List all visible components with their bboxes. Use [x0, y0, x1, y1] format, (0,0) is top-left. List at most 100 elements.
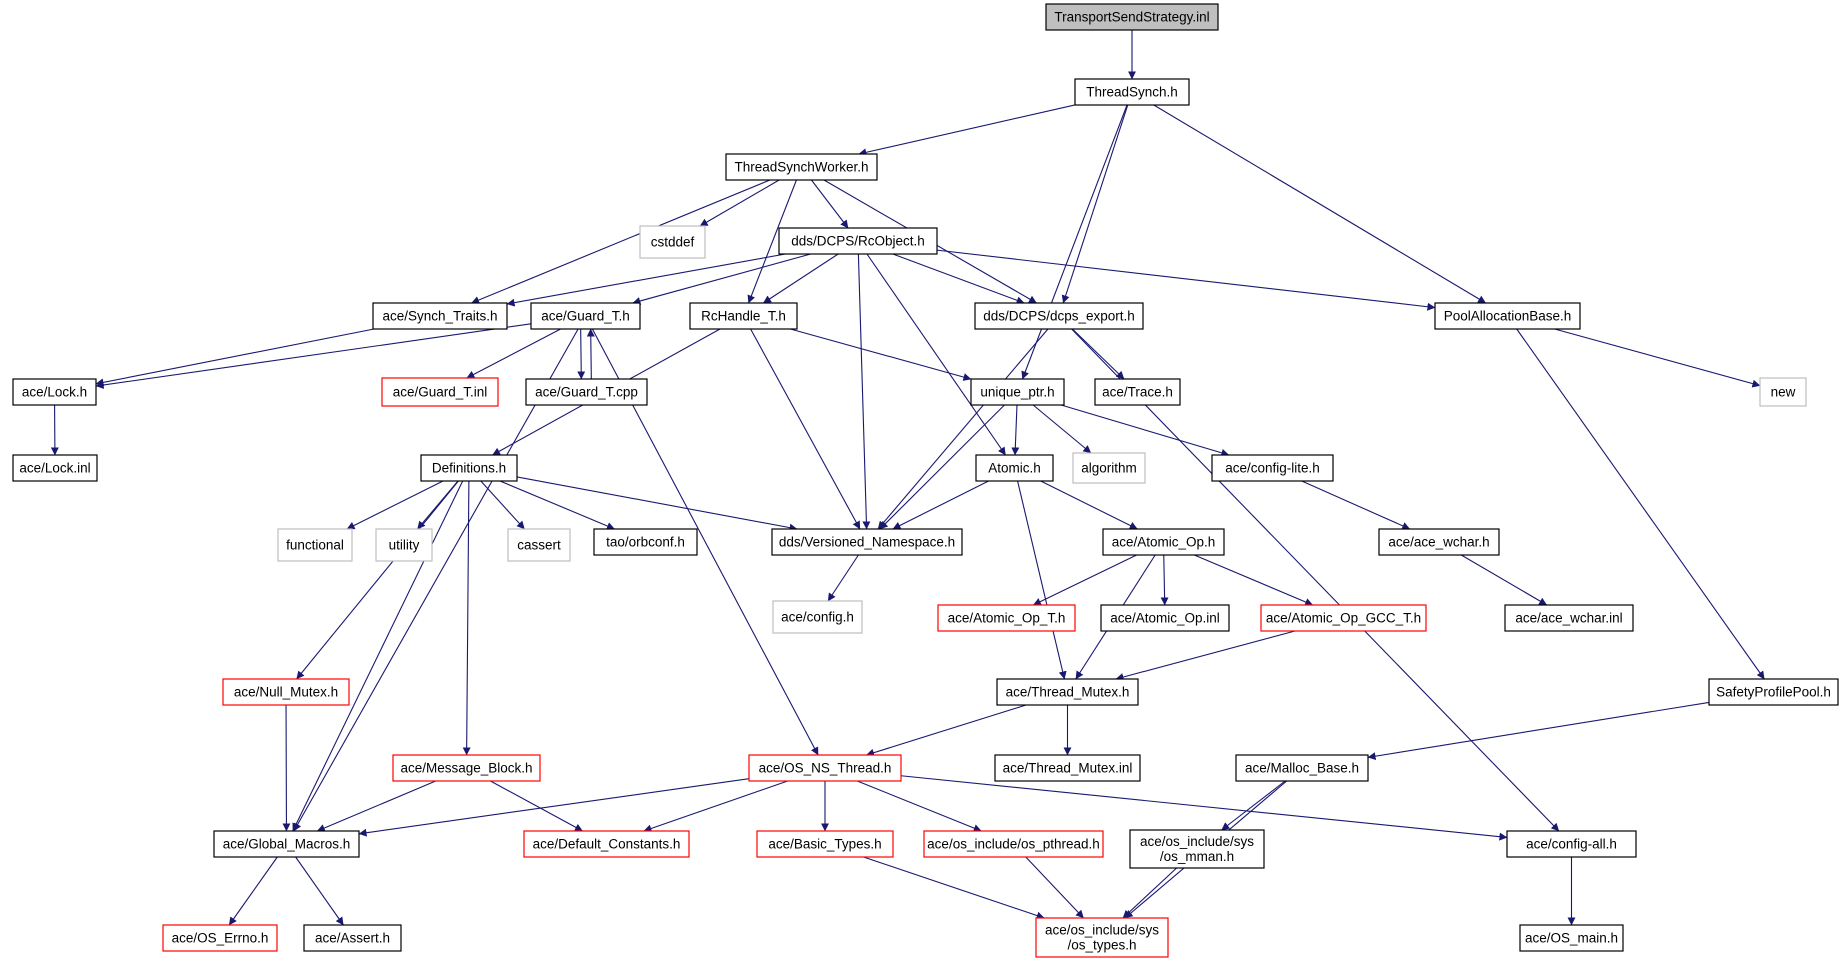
node-box-synchtraits[interactable]: [372, 302, 508, 330]
node-box-atomicopt[interactable]: [937, 604, 1076, 632]
node-rcobject[interactable]: dds/DCPS/RcObject.h: [778, 227, 938, 255]
node-cstddef[interactable]: cstddef: [639, 225, 706, 259]
node-nullmutex[interactable]: ace/Null_Mutex.h: [222, 678, 350, 706]
node-uniqueptr[interactable]: unique_ptr.h: [970, 378, 1065, 406]
node-box-osmain[interactable]: [1519, 924, 1624, 952]
node-atomicopinl[interactable]: ace/Atomic_Op.inl: [1100, 604, 1230, 632]
node-osnsthread[interactable]: ace/OS_NS_Thread.h: [748, 754, 902, 782]
node-box-utility[interactable]: [375, 528, 433, 562]
node-box-acewcharinl[interactable]: [1504, 604, 1634, 632]
node-box-root[interactable]: [1045, 3, 1219, 31]
node-box-rcobject[interactable]: [778, 227, 938, 255]
node-guardtcpp[interactable]: ace/Guard_T.cpp: [525, 378, 648, 406]
node-box-cstddef[interactable]: [639, 225, 706, 259]
node-root[interactable]: TransportSendStrategy.inl: [1045, 3, 1219, 31]
node-box-threadsynch[interactable]: [1074, 78, 1190, 106]
node-box-mallocbase[interactable]: [1235, 754, 1369, 782]
node-atomicopgcc[interactable]: ace/Atomic_Op_GCC_T.h: [1260, 604, 1427, 632]
node-box-rchandle[interactable]: [689, 302, 798, 330]
node-atomicop[interactable]: ace/Atomic_Op.h: [1102, 528, 1225, 556]
node-definitions[interactable]: Definitions.h: [420, 454, 518, 482]
node-box-new[interactable]: [1759, 377, 1807, 407]
node-box-oserrno[interactable]: [162, 924, 278, 952]
node-guardt[interactable]: ace/Guard_T.h: [530, 302, 641, 330]
node-threadmutex[interactable]: ace/Thread_Mutex.h: [996, 678, 1139, 706]
node-box-orbconf[interactable]: [593, 528, 698, 556]
node-box-tsworker[interactable]: [725, 153, 878, 181]
node-box-defaultconst[interactable]: [523, 830, 690, 858]
node-ospthread[interactable]: ace/os_include/os_pthread.h: [923, 830, 1104, 858]
node-defaultconst[interactable]: ace/Default_Constants.h: [523, 830, 690, 858]
node-box-guardt[interactable]: [530, 302, 641, 330]
node-box-atomicopinl[interactable]: [1100, 604, 1230, 632]
node-osmain[interactable]: ace/OS_main.h: [1519, 924, 1624, 952]
node-box-lockh[interactable]: [12, 378, 97, 406]
node-threadsynch[interactable]: ThreadSynch.h: [1074, 78, 1190, 106]
node-threadmutexinl[interactable]: ace/Thread_Mutex.inl: [994, 754, 1141, 782]
node-box-versionedns[interactable]: [771, 528, 963, 556]
node-mallocbase[interactable]: ace/Malloc_Base.h: [1235, 754, 1369, 782]
node-box-nullmutex[interactable]: [222, 678, 350, 706]
node-tsworker[interactable]: ThreadSynchWorker.h: [725, 153, 878, 181]
node-acewchar[interactable]: ace/ace_wchar.h: [1378, 528, 1500, 556]
node-versionedns[interactable]: dds/Versioned_Namespace.h: [771, 528, 963, 556]
node-new[interactable]: new: [1759, 377, 1807, 407]
node-box-ostypes[interactable]: [1035, 917, 1169, 958]
node-box-dcpsexport[interactable]: [974, 302, 1144, 330]
node-box-configlite[interactable]: [1211, 454, 1334, 482]
node-box-acewchar[interactable]: [1378, 528, 1500, 556]
node-atomicopt[interactable]: ace/Atomic_Op_T.h: [937, 604, 1076, 632]
node-rchandle[interactable]: RcHandle_T.h: [689, 302, 798, 330]
node-box-definitions[interactable]: [420, 454, 518, 482]
node-guardtinl[interactable]: ace/Guard_T.inl: [381, 377, 499, 407]
node-configlite[interactable]: ace/config-lite.h: [1211, 454, 1334, 482]
node-osmman[interactable]: ace/os_include/sys/os_mman.h: [1129, 829, 1265, 869]
node-box-ospthread[interactable]: [923, 830, 1104, 858]
node-box-basictypes[interactable]: [756, 830, 894, 858]
node-safetyprofile[interactable]: SafetyProfilePool.h: [1708, 678, 1839, 706]
node-lockinl[interactable]: ace/Lock.inl: [12, 454, 98, 482]
node-dcpsexport[interactable]: dds/DCPS/dcps_export.h: [974, 302, 1144, 330]
node-box-messageblock[interactable]: [392, 754, 541, 782]
node-box-aceconfig[interactable]: [772, 600, 863, 634]
node-box-globalmacros[interactable]: [213, 830, 360, 858]
node-box-lockinl[interactable]: [12, 454, 98, 482]
node-box-atomic[interactable]: [975, 454, 1054, 482]
node-box-functional[interactable]: [277, 528, 353, 562]
node-aceconfig[interactable]: ace/config.h: [772, 600, 863, 634]
node-trace[interactable]: ace/Trace.h: [1094, 378, 1181, 406]
node-box-osmman[interactable]: [1129, 829, 1265, 869]
node-box-guardtcpp[interactable]: [525, 378, 648, 406]
node-configall[interactable]: ace/config-all.h: [1506, 830, 1637, 858]
node-box-osnsthread[interactable]: [748, 754, 902, 782]
node-box-guardtinl[interactable]: [381, 377, 499, 407]
node-box-algorithm[interactable]: [1072, 452, 1146, 484]
node-atomic[interactable]: Atomic.h: [975, 454, 1054, 482]
node-oserrno[interactable]: ace/OS_Errno.h: [162, 924, 278, 952]
node-globalmacros[interactable]: ace/Global_Macros.h: [213, 830, 360, 858]
node-box-cassert[interactable]: [507, 528, 571, 562]
node-utility[interactable]: utility: [375, 528, 433, 562]
node-orbconf[interactable]: tao/orbconf.h: [593, 528, 698, 556]
node-box-threadmutex[interactable]: [996, 678, 1139, 706]
node-box-atomicop[interactable]: [1102, 528, 1225, 556]
node-messageblock[interactable]: ace/Message_Block.h: [392, 754, 541, 782]
node-box-assert[interactable]: [303, 924, 402, 952]
node-lockh[interactable]: ace/Lock.h: [12, 378, 97, 406]
node-box-threadmutexinl[interactable]: [994, 754, 1141, 782]
node-algorithm[interactable]: algorithm: [1072, 452, 1146, 484]
node-box-safetyprofile[interactable]: [1708, 678, 1839, 706]
node-poolalloc[interactable]: PoolAllocationBase.h: [1434, 302, 1581, 330]
node-box-trace[interactable]: [1094, 378, 1181, 406]
node-functional[interactable]: functional: [277, 528, 353, 562]
node-acewcharinl[interactable]: ace/ace_wchar.inl: [1504, 604, 1634, 632]
node-ostypes[interactable]: ace/os_include/sys/os_types.h: [1035, 917, 1169, 958]
node-assert[interactable]: ace/Assert.h: [303, 924, 402, 952]
node-box-poolalloc[interactable]: [1434, 302, 1581, 330]
node-cassert[interactable]: cassert: [507, 528, 571, 562]
node-basictypes[interactable]: ace/Basic_Types.h: [756, 830, 894, 858]
node-box-atomicopgcc[interactable]: [1260, 604, 1427, 632]
node-box-uniqueptr[interactable]: [970, 378, 1065, 406]
node-synchtraits[interactable]: ace/Synch_Traits.h: [372, 302, 508, 330]
node-box-configall[interactable]: [1506, 830, 1637, 858]
